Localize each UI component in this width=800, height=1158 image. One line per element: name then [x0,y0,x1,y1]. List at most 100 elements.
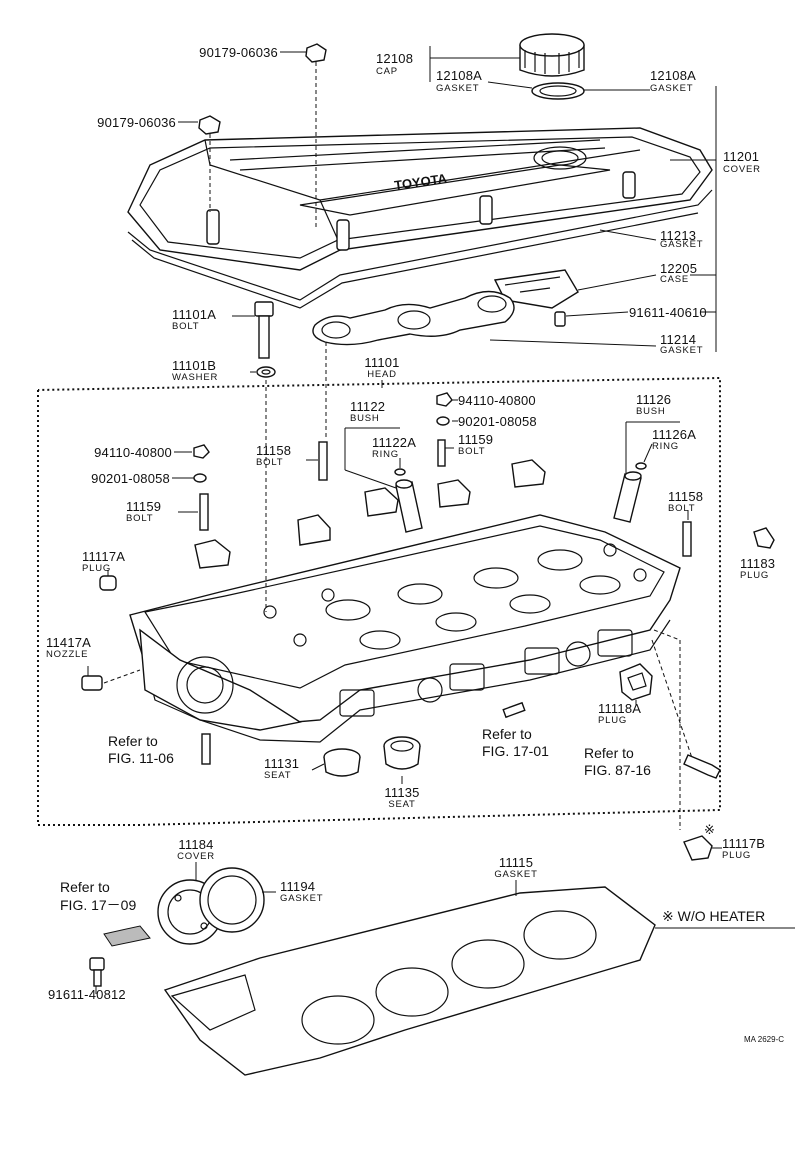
label-94110-40800-left: 94110-40800 [94,445,172,460]
seat-11131 [323,748,361,777]
label-11159-left: 11159 [126,499,162,514]
small-nuts [193,392,453,483]
plug-11183 [753,527,775,549]
label-90179-06036-a: 90179-06036 [199,45,278,60]
label-washer-11101B: WASHER [172,372,219,383]
label-91611-40812: 91611-40812 [48,987,126,1002]
label-11115: 11115 [498,855,534,870]
label-bolt-11159-left: BOLT [126,513,154,524]
label-12108A-left: 12108A [436,68,483,83]
alignment-lines [103,62,693,830]
label-plug-11117A: PLUG [82,563,112,574]
label-bolt-11159-right: BOLT [458,446,486,457]
spark-plug-tube-11126 [613,471,642,523]
label-gasket-12108A-left: GASKET [436,83,480,94]
label-11117B: 11117B [722,836,766,851]
label-fig-87-16: FIG. 87-16 [584,762,651,778]
label-12205: 12205 [660,261,698,276]
label-cover-11201: COVER [723,164,761,175]
seat-11135 [383,736,421,770]
label-11126A: 11126A [652,427,697,442]
oil-filler-cap-12108 [519,33,585,77]
sensor-87-16 [683,754,721,779]
cover-gasket-11213 [127,189,713,309]
ring-11126A [635,462,647,470]
label-11213: 11213 [660,228,697,243]
label-11122: 11122 [350,399,386,414]
label-cover-11184: COVER [177,851,215,862]
label-11158-left: 11158 [256,443,292,458]
label-refer-to-1: Refer to [108,733,158,749]
label-11194: 11194 [280,879,316,894]
label-fig-17-09: FIG. 17－09 [60,897,137,913]
label-plug-11183: PLUG [740,570,770,581]
label-12108: 12108 [376,51,414,66]
label-11101: 11101 [364,355,400,370]
cylinder-head-11101 [129,514,681,743]
label-ring-11126A: RING [652,441,679,452]
label-cap: CAP [376,66,398,77]
label-11158-right: 11158 [668,489,704,504]
label-seat-11135: SEAT [388,799,416,810]
label-11184: 11184 [178,837,214,852]
washer-11101B [256,366,276,378]
label-11417A: 11417A [46,635,92,650]
label-bolt-11101A: BOLT [172,321,200,332]
cap-gasket-12108A [531,82,585,100]
label-11201: 11201 [723,149,760,164]
head-gasket-11115 [163,886,656,1076]
label-11117A: 11117A [82,549,126,564]
svg-text:TOYOTA: TOYOTA [393,171,448,193]
label-mark-11117B: ※ [704,822,716,837]
label-11126: 11126 [636,392,672,407]
label-91611-40610: 91611-40610 [629,305,707,320]
ring-11122A [394,468,406,476]
studs [199,439,692,765]
label-fig-17-01: FIG. 17-01 [482,743,549,759]
label-bush-11126: BUSH [636,406,666,417]
gasket-11194 [199,867,265,933]
label-11122A: 11122A [372,435,417,450]
bearing-caps [194,459,546,569]
leader-lines [87,46,795,994]
label-90201-08058-left: 90201-08058 [91,471,170,486]
label-refer-to-2: Refer to [482,726,532,742]
label-plug-11118A: PLUG [598,715,628,726]
label-11118A: 11118A [598,701,642,716]
label-nozzle-11417A: NOZZLE [46,649,89,660]
label-fig-11-06: FIG. 11-06 [108,750,174,766]
label-11101A: 11101A [172,307,217,322]
label-90201-08058-right: 90201-08058 [458,414,537,429]
label-11135: 11135 [384,785,420,800]
label-94110-40800-right: 94110-40800 [458,393,536,408]
label-bolt-11158-left: BOLT [256,457,284,468]
nut-90179-b [198,115,221,135]
label-gasket-11194: GASKET [280,893,324,904]
label-head-11101: HEAD [367,369,397,380]
plug-11118A [619,663,653,701]
label-gasket-11214: GASKET [660,345,704,356]
label-11159-right: 11159 [458,432,494,447]
label-11214: 11214 [660,332,697,347]
label-plug-11117B: PLUG [722,850,752,861]
label-ring-11122A: RING [372,449,399,460]
nozzle-11417A [81,675,103,691]
label-11101B: 11101B [172,358,217,373]
label-11183: 11183 [740,556,776,571]
bolt-91611-40812 [89,957,105,987]
label-seat-11131: SEAT [264,770,292,781]
label-12108A-right: 12108A [650,68,697,83]
label-gasket-11213: GASKET [660,239,704,250]
label-case-12205: CASE [660,274,690,285]
pcv-case-12205 [493,269,579,327]
drawing-code: MA 2629-C [744,1035,785,1044]
case-gasket-11214 [312,290,515,346]
spark-plug-tube-11122 [395,479,423,533]
plug-11117A [99,575,117,591]
label-wo-heater: ※ W/O HEATER [662,908,766,924]
bracket-17-09 [103,925,151,947]
label-90179-06036-b: 90179-06036 [97,115,176,130]
bolt-11101A [254,301,274,359]
label-refer-to-3: Refer to [584,745,634,761]
